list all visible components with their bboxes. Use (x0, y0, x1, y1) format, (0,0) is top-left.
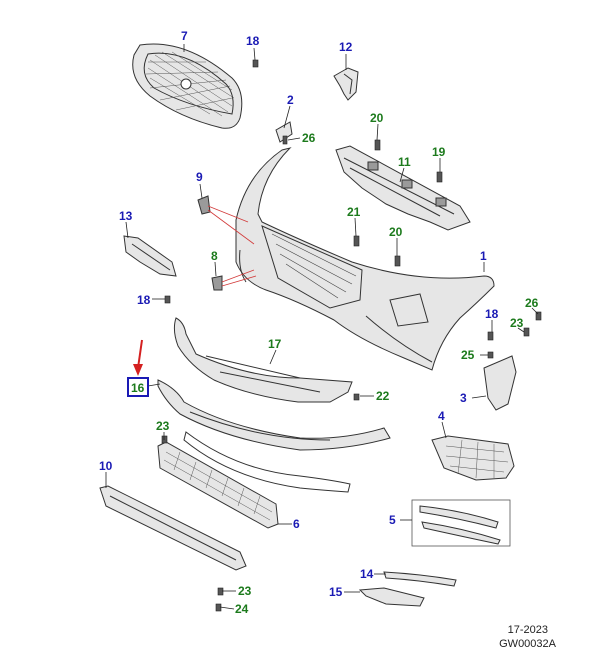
callout-7: 7 (181, 29, 188, 43)
callout-9: 9 (196, 170, 203, 184)
callout-5: 5 (389, 513, 396, 527)
callout-11: 11 (398, 155, 411, 169)
fasteners (161, 59, 542, 612)
callout-18b: 18 (137, 293, 151, 307)
callout-26b: 26 (525, 296, 539, 310)
callout-8: 8 (211, 249, 218, 263)
callout-14: 14 (360, 567, 374, 581)
part-15-trim[interactable] (358, 587, 425, 607)
callout-6: 6 (293, 517, 300, 531)
callout-15: 15 (329, 585, 343, 599)
callout-23: 23 (510, 316, 524, 330)
callout-20: 20 (370, 111, 384, 125)
part-grille[interactable] (132, 43, 243, 129)
callout-2: 2 (287, 93, 294, 107)
part-8-clip[interactable] (211, 275, 223, 291)
part-4-fog-grille[interactable] (431, 435, 515, 481)
callout-10: 10 (99, 459, 113, 473)
callout-23b: 23 (156, 419, 170, 433)
part-14-trim[interactable] (383, 571, 457, 587)
callout-26: 26 (302, 131, 316, 145)
callout-18: 18 (246, 34, 260, 48)
callout-20b: 20 (389, 225, 403, 239)
part-16-lower-trim[interactable] (183, 431, 351, 493)
part-3-bracket[interactable] (483, 355, 517, 411)
callout-12: 12 (339, 40, 353, 54)
callout-3: 3 (460, 391, 467, 405)
callout-24: 24 (235, 602, 249, 616)
part-5-trim-strips[interactable] (411, 499, 511, 547)
part-1-bumper-cover[interactable] (235, 147, 495, 371)
callout-22: 22 (376, 389, 390, 403)
part-11-upper-shield[interactable] (335, 145, 471, 231)
callout-16: 16 (131, 381, 145, 395)
callout-23c: 23 (238, 584, 252, 598)
part-13-bracket[interactable] (123, 235, 177, 277)
part-10-splash-shield[interactable] (99, 485, 247, 571)
leader-lines (105, 44, 539, 610)
callout-25: 25 (461, 348, 475, 362)
callout-4: 4 (438, 409, 445, 423)
callout-19: 19 (432, 145, 446, 159)
footer-date: 17-2023 (507, 624, 548, 636)
callout-18c: 18 (485, 307, 499, 321)
callouts: 7 18 12 2 26 20 11 19 9 21 20 13 8 1 18 … (99, 29, 539, 616)
callout-1: 1 (480, 249, 487, 263)
callout-13: 13 (119, 209, 133, 223)
callout-21: 21 (347, 205, 361, 219)
part-17-undershield[interactable] (173, 317, 353, 403)
part-12-bracket[interactable] (333, 67, 359, 101)
part-16-lower-lip[interactable] (157, 379, 391, 451)
part-9-clip[interactable] (197, 195, 211, 215)
footer-code: GW00032A (499, 638, 556, 650)
callout-17: 17 (268, 337, 282, 351)
highlight-arrow (127, 339, 149, 397)
part-6-lower-grille[interactable] (157, 441, 279, 529)
part-2-bracket[interactable] (275, 121, 293, 145)
